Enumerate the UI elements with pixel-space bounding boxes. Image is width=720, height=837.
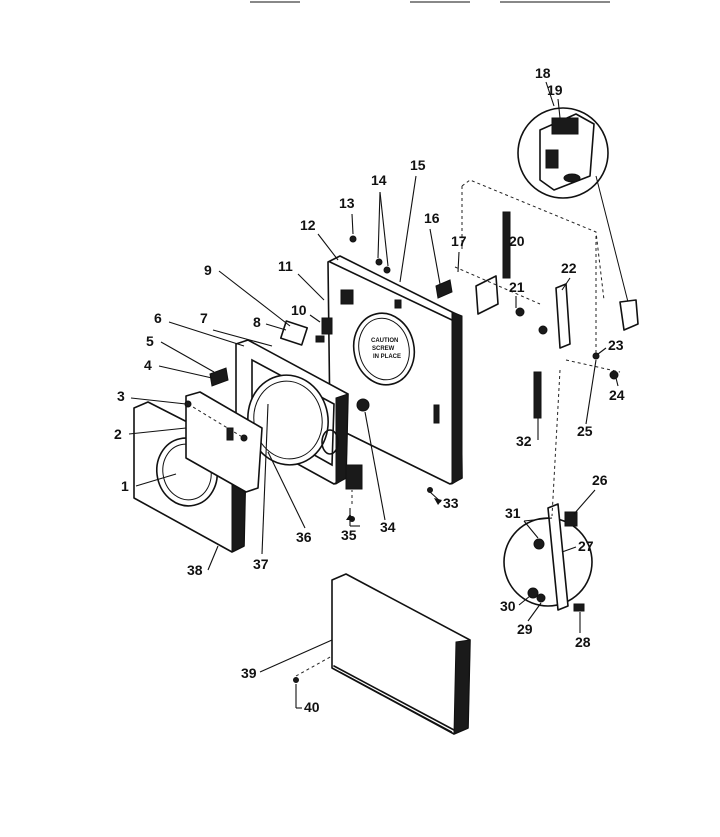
callout-27: 27 xyxy=(578,538,594,554)
callout-32: 32 xyxy=(516,433,532,449)
callout-8: 8 xyxy=(253,314,261,330)
hardware xyxy=(184,211,619,683)
callout-11: 11 xyxy=(278,258,293,274)
callout-36: 36 xyxy=(296,529,312,545)
rear-cabinet-panel: CAUTION SCREW IN PLACE xyxy=(327,255,463,485)
callout-6: 6 xyxy=(154,310,162,326)
callout-17: 17 xyxy=(451,233,467,249)
callout-20: 20 xyxy=(509,233,525,249)
callout-24: 24 xyxy=(609,387,625,403)
switch-detail xyxy=(517,107,639,331)
callout-35: 35 xyxy=(341,527,357,543)
callout-3: 3 xyxy=(117,388,125,404)
callout-12: 12 xyxy=(300,217,316,233)
callout-26: 26 xyxy=(592,472,608,488)
callout-40: 40 xyxy=(304,699,320,715)
callout-38: 38 xyxy=(187,562,203,578)
front-door-panel xyxy=(133,391,263,553)
assembly-lines xyxy=(187,179,621,677)
callout-22: 22 xyxy=(561,260,577,276)
callout-39: 39 xyxy=(241,665,257,681)
callout-9: 9 xyxy=(204,262,212,278)
callout-33: 33 xyxy=(443,495,459,511)
callout-34: 34 xyxy=(380,519,396,535)
arrowheads xyxy=(346,498,442,520)
callout-31: 31 xyxy=(505,505,521,521)
callout-21: 21 xyxy=(509,279,525,295)
callout-10: 10 xyxy=(291,302,307,318)
callout-30: 30 xyxy=(500,598,516,614)
toe-panel xyxy=(331,573,471,735)
panel-notice: CAUTION SCREW IN PLACE xyxy=(371,338,401,360)
svg-text:CAUTION: CAUTION xyxy=(371,338,398,344)
callout-4: 4 xyxy=(144,357,152,373)
callouts: 1 2 3 4 5 6 7 8 9 10 11 12 13 14 15 16 1… xyxy=(114,65,625,715)
callout-5: 5 xyxy=(146,333,154,349)
callout-16: 16 xyxy=(424,210,440,226)
callout-29: 29 xyxy=(517,621,533,637)
callout-2: 2 xyxy=(114,426,122,442)
callout-23: 23 xyxy=(608,337,624,353)
callout-13: 13 xyxy=(339,195,355,211)
callout-37: 37 xyxy=(253,556,269,572)
callout-1: 1 xyxy=(121,478,129,494)
callout-14: 14 xyxy=(371,172,387,188)
svg-text:IN PLACE: IN PLACE xyxy=(373,354,401,360)
callout-7: 7 xyxy=(200,310,208,326)
svg-text:SCREW: SCREW xyxy=(372,346,395,352)
callout-25: 25 xyxy=(577,423,593,439)
callout-28: 28 xyxy=(575,634,591,650)
callout-15: 15 xyxy=(410,157,426,173)
callout-18: 18 xyxy=(535,65,551,81)
callout-19: 19 xyxy=(547,82,563,98)
